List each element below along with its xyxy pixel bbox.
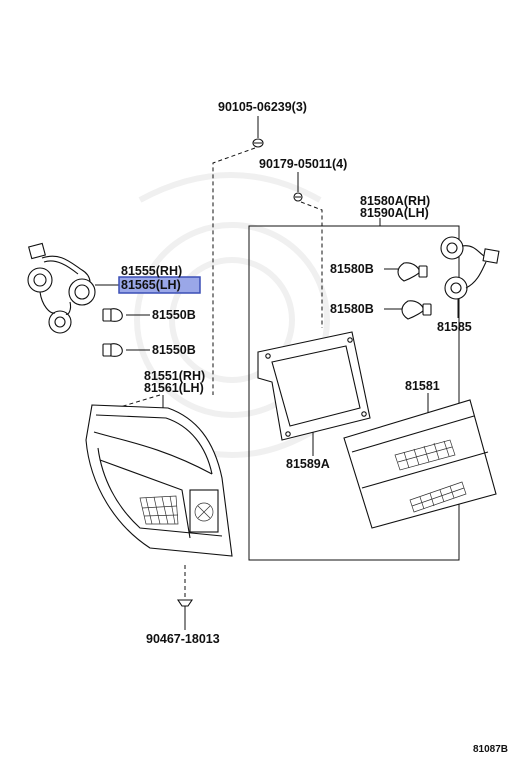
label-gasket: 81589A (286, 457, 330, 471)
label-lens: 81581 (405, 379, 440, 393)
diagram-id: 81087B (473, 744, 508, 755)
label-clip: 90467-18013 (146, 632, 220, 646)
label-lens-box-lh: 81590A(LH) (360, 206, 429, 220)
gasket-81589a-icon (257, 331, 371, 441)
bulb-81580b-lower-icon (401, 300, 432, 320)
label-lens-box-rh: 81580A(RH) (360, 194, 430, 208)
label-socket-lh: 81565(LH) (121, 278, 181, 292)
label-screw-top: 90105-06239(3) (218, 100, 307, 114)
screw-90105-icon (252, 138, 264, 148)
bulb-81550b-upper-icon (102, 308, 123, 322)
label-socket-rh: 81555(RH) (121, 264, 182, 278)
screw-90179-icon (293, 192, 303, 202)
socket-harness-right-icon (440, 236, 500, 300)
label-bulb-81580b-lower: 81580B (330, 302, 374, 316)
bulb-81580b-upper-icon (397, 262, 428, 282)
label-bulb-81580b-upper: 81580B (330, 262, 374, 276)
lens-assembly-box (248, 225, 460, 561)
bulb-81550b-lower-icon (102, 343, 123, 357)
lens-81581-icon (343, 399, 497, 529)
label-bulb-81550b-upper: 81550B (152, 308, 196, 322)
label-socket-right: 81585 (437, 320, 472, 334)
label-lamp-lh: 81561(LH) (144, 381, 204, 395)
socket-harness-left-icon (27, 242, 96, 334)
label-screw-mid: 90179-05011(4) (259, 157, 347, 171)
clip-90467-icon (176, 599, 194, 612)
tail-lamp-81551-icon (85, 404, 233, 557)
label-lamp-rh: 81551(RH) (144, 369, 205, 383)
label-bulb-81550b-lower: 81550B (152, 343, 196, 357)
highlight-box (118, 276, 201, 294)
